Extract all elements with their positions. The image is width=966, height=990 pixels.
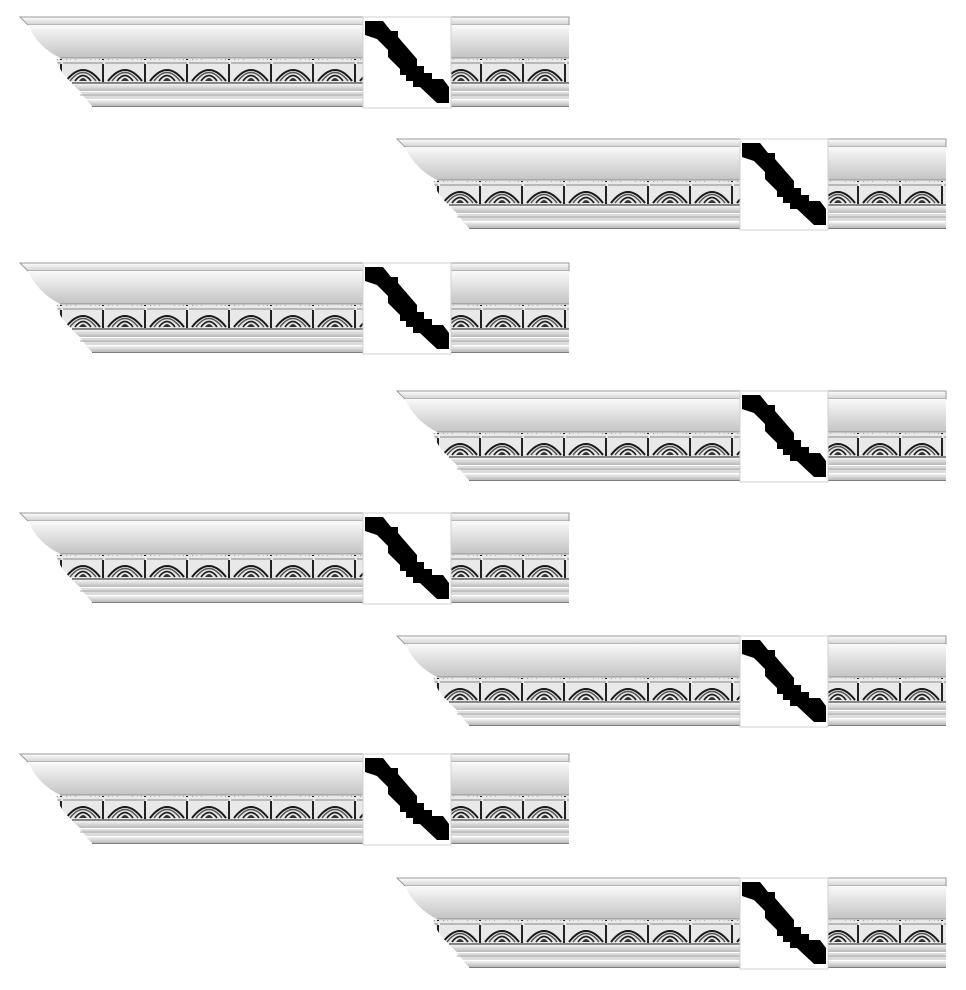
crown-moulding-row-3 — [19, 262, 570, 355]
moulding-with-profile — [19, 512, 570, 605]
crown-moulding-row-7 — [19, 753, 570, 846]
moulding-with-profile — [19, 753, 570, 846]
crown-moulding-row-6 — [396, 635, 947, 728]
moulding-with-profile — [396, 877, 947, 970]
moulding-with-profile — [396, 635, 947, 728]
moulding-with-profile — [396, 390, 947, 483]
moulding-with-profile — [396, 138, 947, 231]
crown-moulding-row-8 — [396, 877, 947, 970]
crown-moulding-row-2 — [396, 138, 947, 231]
crown-moulding-row-5 — [19, 512, 570, 605]
moulding-with-profile — [19, 16, 570, 109]
moulding-with-profile — [19, 262, 570, 355]
crown-moulding-row-1 — [19, 16, 570, 109]
crown-moulding-row-4 — [396, 390, 947, 483]
